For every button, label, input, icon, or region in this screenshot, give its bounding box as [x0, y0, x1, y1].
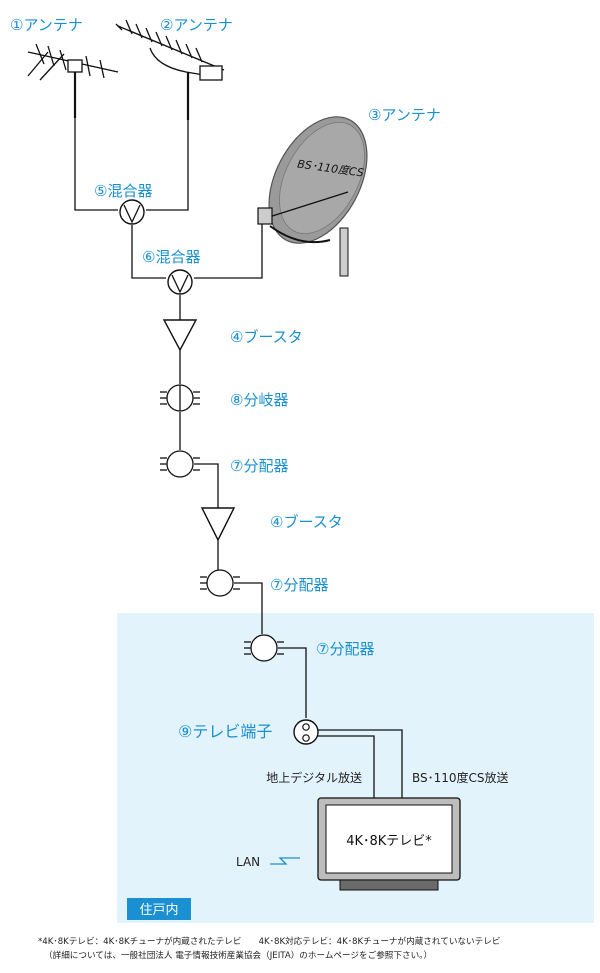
footnote-line-1: *4K･8Kテレビ：4K･8Kチューナが内蔵されたテレビ 4K･8K対応テレビ：…	[38, 935, 500, 947]
indoor-tag	[127, 898, 191, 920]
label-divider-7b: ⑦分配器	[270, 576, 328, 594]
brancher-8-icon	[160, 384, 200, 412]
footnote-line-2: （詳細については、一般社団法人 電子情報技術産業協会（JEITA）のホームページ…	[44, 949, 432, 961]
antenna-3-dish-icon	[257, 116, 368, 277]
wiring	[74, 118, 403, 798]
label-booster-4a: ④ブースタ	[230, 328, 303, 346]
label-terrestrial: 地上デジタル放送	[266, 770, 362, 785]
divider-7b-icon	[200, 569, 240, 597]
label-antenna-3: ③アンテナ	[368, 106, 441, 124]
label-divider-7c: ⑦分配器	[316, 640, 374, 658]
tv-icon	[317, 797, 461, 891]
divider-7c-icon	[244, 634, 284, 662]
tv-terminal-9-icon	[293, 719, 319, 745]
label-mixer-6: ⑥混合器	[142, 248, 200, 266]
label-antenna-1: ①アンテナ	[10, 16, 83, 34]
booster-4a-icon	[162, 319, 198, 352]
label-booster-4b: ④ブースタ	[270, 513, 343, 531]
antenna-1-icon	[27, 43, 119, 118]
booster-4b-icon	[200, 507, 236, 542]
divider-7a-icon	[160, 450, 200, 478]
indoor-label: 住戸内	[139, 902, 178, 918]
lan-label: LAN	[236, 855, 260, 869]
antenna-2-icon	[115, 19, 225, 120]
label-bs-cs: BS･110度CS放送	[412, 770, 509, 785]
label-tv-terminal-9: ⑨テレビ端子	[178, 722, 272, 741]
mixer-5-icon	[119, 199, 145, 225]
tv-screen-label: 4K･8Kテレビ*	[346, 834, 432, 849]
label-brancher-8: ⑧分岐器	[230, 391, 288, 409]
label-antenna-2: ②アンテナ	[160, 16, 233, 34]
lan-line-icon	[270, 857, 300, 865]
label-divider-7a: ⑦分配器	[230, 457, 288, 475]
label-mixer-5: ⑤混合器	[94, 182, 152, 200]
mixer-6-icon	[167, 269, 193, 295]
